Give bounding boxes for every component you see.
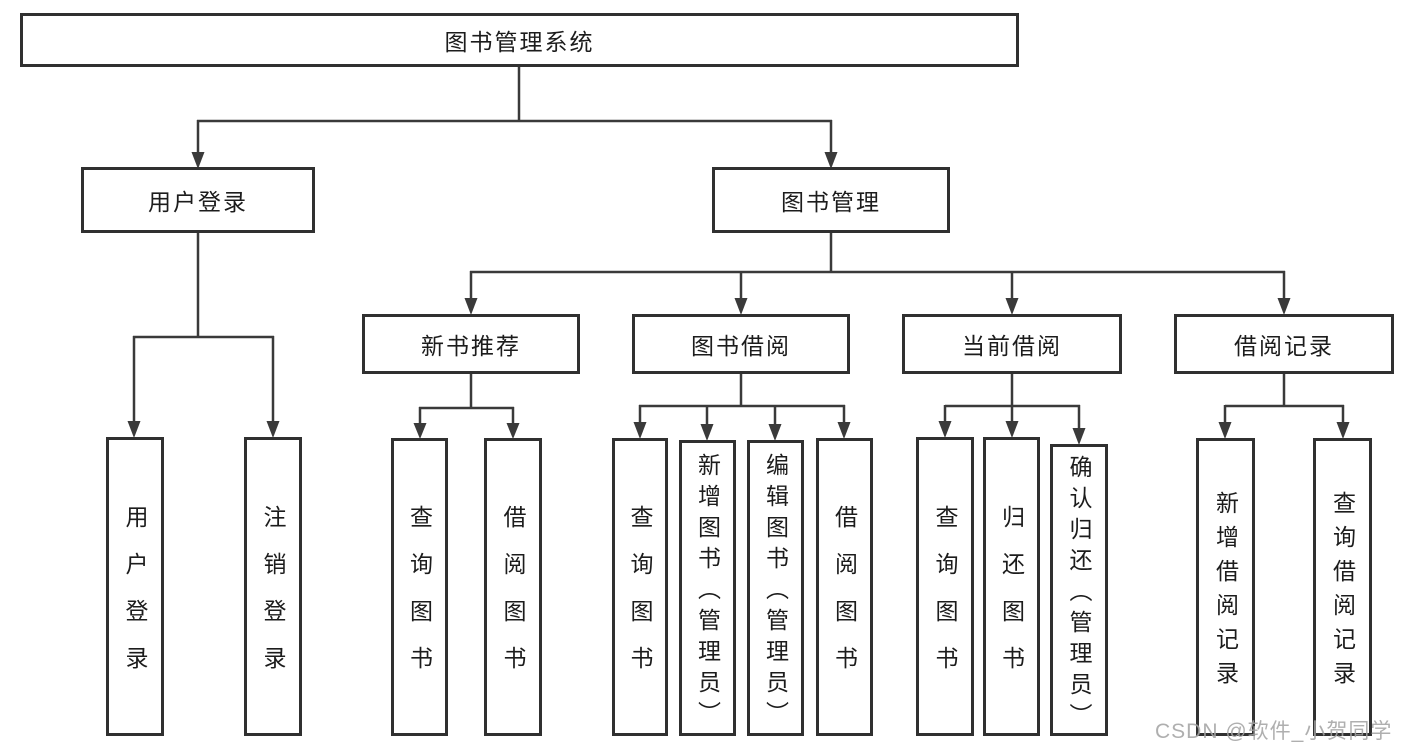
leaf-current-return-book: 归还图书: [983, 437, 1040, 736]
node-label: 注销登录: [260, 504, 286, 693]
leaf-borrowing-borrow-book: 借阅图书: [816, 438, 873, 736]
leaf-recommend-query-book: 查询图书: [391, 438, 448, 736]
node-label: 查询借阅记录: [1329, 491, 1356, 695]
node-book-borrowing: 图书借阅: [632, 314, 850, 374]
node-new-book-recommend: 新书推荐: [362, 314, 580, 374]
leaf-borrowing-query-book: 查询图书: [612, 438, 668, 736]
leaf-records-query-borrow-record: 查询借阅记录: [1313, 438, 1372, 736]
node-label: 图书管理: [781, 189, 881, 215]
node-label: 用户登录: [122, 504, 148, 693]
node-book-management: 图书管理: [712, 167, 950, 233]
node-label: 借阅记录: [1234, 333, 1334, 359]
node-label: 用户登录: [148, 189, 248, 215]
node-label: 归还图书: [998, 504, 1025, 693]
node-label: 查询图书: [406, 505, 433, 693]
leaf-recommend-borrow-book: 借阅图书: [484, 438, 542, 736]
csdn-watermark: CSDN @软件_小贺同学: [1155, 720, 1393, 743]
leaf-current-query-book: 查询图书: [916, 437, 974, 736]
node-borrowing-records: 借阅记录: [1174, 314, 1394, 374]
leaf-records-add-borrow-record: 新增借阅记录: [1196, 438, 1255, 736]
leaf-borrowing-add-book-admin: 新增图书（管理员）: [679, 440, 736, 736]
node-current-borrowing: 当前借阅: [902, 314, 1122, 374]
leaf-user-login: 用户登录: [106, 437, 164, 736]
node-label: 图书借阅: [691, 333, 791, 359]
node-label: 查询图书: [627, 505, 653, 693]
node-user-login: 用户登录: [81, 167, 315, 233]
node-label: 查询图书: [932, 504, 958, 693]
node-label: 当前借阅: [962, 333, 1062, 359]
node-label: 确认归还（管理员）: [1066, 454, 1092, 734]
leaf-logout: 注销登录: [244, 437, 302, 736]
node-label: 图书管理系统: [444, 29, 595, 55]
node-library-management-system: 图书管理系统: [20, 13, 1019, 67]
node-label: 借阅图书: [500, 505, 526, 693]
leaf-borrowing-edit-book-admin: 编辑图书（管理员）: [747, 440, 804, 736]
node-label: 新书推荐: [421, 333, 521, 359]
node-label: 借阅图书: [831, 505, 858, 693]
node-label: 新增图书（管理员）: [694, 452, 721, 732]
node-label: 新增借阅记录: [1212, 491, 1239, 695]
leaf-current-confirm-return-admin: 确认归还（管理员）: [1050, 444, 1108, 736]
node-label: 编辑图书（管理员）: [762, 452, 789, 732]
